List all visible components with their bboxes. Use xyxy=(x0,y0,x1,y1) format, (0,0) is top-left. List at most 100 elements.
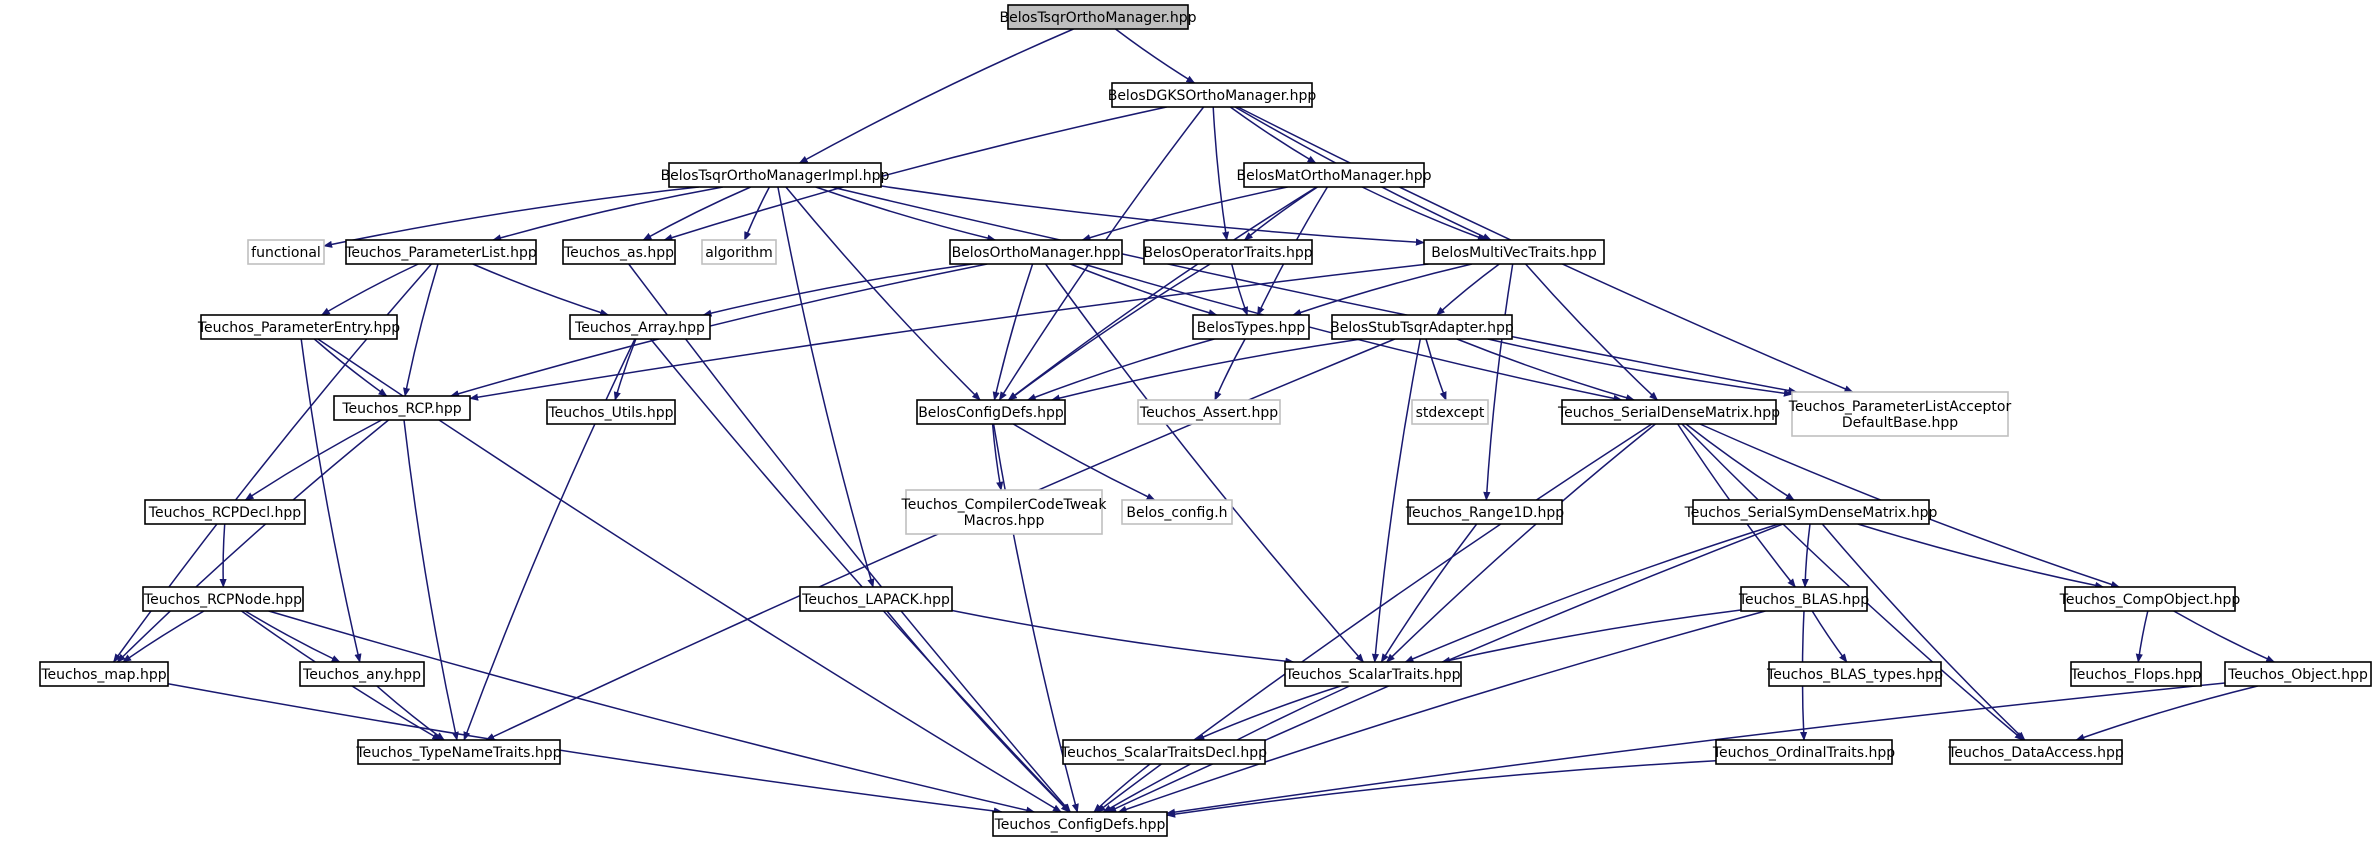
node-lapack[interactable]: Teuchos_LAPACK.hpp xyxy=(799,586,953,612)
dependency-arrow xyxy=(1212,106,1230,241)
edge-array-to-typename xyxy=(463,338,636,741)
node-serialdense[interactable]: Teuchos_SerialDenseMatrix.hpp xyxy=(1557,399,1780,425)
dependency-arrow xyxy=(628,263,1071,813)
node-box xyxy=(1331,314,1513,340)
dependency-arrow xyxy=(1404,523,1779,663)
node-impl[interactable]: BelosTsqrOrthoManagerImpl.hpp xyxy=(661,162,890,188)
node-ordinal[interactable]: Teuchos_OrdinalTraits.hpp xyxy=(1712,739,1895,765)
dependency-arrow xyxy=(492,186,724,242)
node-stubtsqr[interactable]: BelosStubTsqrAdapter.hpp xyxy=(1330,314,1514,340)
dependency-arrow xyxy=(1229,106,1317,164)
node-blas[interactable]: Teuchos_BLAS.hpp xyxy=(1738,586,1869,612)
node-configdefs[interactable]: BelosConfigDefs.hpp xyxy=(916,399,1066,425)
node-box xyxy=(1143,239,1313,265)
edge-optraits-to-configdefs xyxy=(1008,263,1211,401)
edge-ortho-to-types xyxy=(1070,263,1218,317)
node-utils[interactable]: Teuchos_Utils.hpp xyxy=(546,399,676,425)
node-ortho[interactable]: BelosOrthoManager.hpp xyxy=(949,239,1123,265)
node-scalartraits[interactable]: Teuchos_ScalarTraits.hpp xyxy=(1284,661,1462,687)
node-label: Teuchos_SerialSymDenseMatrix.hpp xyxy=(1684,505,1938,521)
node-label: Teuchos_DataAccess.hpp xyxy=(1947,745,2124,761)
node-label: Teuchos_ParameterEntry.hpp xyxy=(197,320,400,336)
node-optraits[interactable]: BelosOperatorTraits.hpp xyxy=(1143,239,1313,265)
edge-ortho-to-scalartraits xyxy=(1044,263,1364,663)
node-box xyxy=(1791,391,2009,437)
node-label: Teuchos_RCP.hpp xyxy=(341,401,461,417)
dependency-arrow xyxy=(1371,338,1422,663)
dependency-arrow xyxy=(777,186,875,588)
dependency-arrow xyxy=(1811,610,1848,663)
dependency-arrow xyxy=(1195,685,1342,741)
node-as[interactable]: Teuchos_as.hpp xyxy=(562,239,676,265)
node-blastypes[interactable]: Teuchos_BLAS_types.hpp xyxy=(1766,661,1943,687)
node-box xyxy=(1192,314,1310,340)
node-plist[interactable]: Teuchos_ParameterList.hpp xyxy=(344,239,537,265)
node-box xyxy=(916,399,1066,425)
edge-stubtsqr-to-serialdense xyxy=(1456,338,1635,402)
edge-blas-to-scalartraits xyxy=(1441,609,1742,664)
edge-matortho-to-ortho xyxy=(1081,186,1288,242)
edge-mvtraits-to-rcp xyxy=(469,263,1429,401)
dependency-arrow xyxy=(469,263,1429,401)
edge-any-to-typename xyxy=(376,685,445,741)
edge-impl-to-plist xyxy=(492,186,724,242)
node-box xyxy=(345,239,537,265)
node-pentry[interactable]: Teuchos_ParameterEntry.hpp xyxy=(197,314,400,340)
node-root[interactable]: BelosTsqrOrthoManager.hpp xyxy=(999,4,1197,30)
node-label: Teuchos_map.hpp xyxy=(40,667,166,683)
edge-impl-to-plistacceptor xyxy=(831,186,1798,395)
dependency-arrow xyxy=(1361,186,1487,241)
node-label: Teuchos_ParameterListAcceptor xyxy=(1788,399,2012,415)
node-label: Teuchos_Array.hpp xyxy=(574,320,705,336)
node-teuchosconfig[interactable]: Teuchos_ConfigDefs.hpp xyxy=(992,811,1168,837)
edge-dgks-to-matortho xyxy=(1229,106,1317,164)
node-box xyxy=(799,586,953,612)
node-flops[interactable]: Teuchos_Flops.hpp xyxy=(2070,661,2202,687)
dependency-arrow xyxy=(1425,338,1447,401)
edge-compobj-to-flops xyxy=(2135,610,2149,663)
node-scalardecl[interactable]: Teuchos_ScalarTraitsDecl.hpp xyxy=(1060,739,1267,765)
edge-plist-to-array xyxy=(472,263,610,316)
edge-serialsym-to-scalartraits xyxy=(1404,523,1779,663)
node-box xyxy=(949,239,1123,265)
node-dgks[interactable]: BelosDGKSOrthoManager.hpp xyxy=(1108,82,1317,108)
node-label: Teuchos_LAPACK.hpp xyxy=(801,592,950,608)
node-compobj[interactable]: Teuchos_CompObject.hpp xyxy=(2059,586,2241,612)
edge-impl-to-mvtraits xyxy=(880,185,1425,246)
dependency-arrow xyxy=(1230,263,1249,316)
node-serialsym[interactable]: Teuchos_SerialSymDenseMatrix.hpp xyxy=(1684,499,1938,525)
node-rcpnode[interactable]: Teuchos_RCPNode.hpp xyxy=(142,586,304,612)
node-label: Teuchos_BLAS.hpp xyxy=(1738,592,1869,608)
node-box xyxy=(546,399,676,425)
dependency-arrow xyxy=(472,263,610,316)
node-mvtraits[interactable]: BelosMultiVecTraits.hpp xyxy=(1423,239,1605,265)
node-rcpdecl[interactable]: Teuchos_RCPDecl.hpp xyxy=(144,499,306,525)
dependency-arrow xyxy=(1292,263,1473,316)
node-label: BelosTsqrOrthoManager.hpp xyxy=(999,10,1196,26)
dependency-arrow xyxy=(1166,760,1717,818)
dependency-arrow xyxy=(1093,763,1151,813)
node-object[interactable]: Teuchos_Object.hpp xyxy=(2224,661,2372,687)
node-box xyxy=(1284,661,1462,687)
node-box xyxy=(333,395,471,421)
node-map[interactable]: Teuchos_map.hpp xyxy=(39,661,169,687)
dependency-arrow xyxy=(1487,338,1793,397)
dependency-arrow xyxy=(1483,263,1514,501)
edge-impl-to-as xyxy=(642,186,751,241)
node-label: BelosMultiVecTraits.hpp xyxy=(1431,245,1597,261)
node-any[interactable]: Teuchos_any.hpp xyxy=(299,661,425,687)
node-label: DefaultBase.hpp xyxy=(1842,415,1958,431)
dependency-arrow xyxy=(268,610,1036,814)
node-typename[interactable]: Teuchos_TypeNameTraits.hpp xyxy=(355,739,562,765)
node-range1d[interactable]: Teuchos_Range1D.hpp xyxy=(1405,499,1564,525)
edge-rcpnode-to-any xyxy=(244,610,341,663)
node-label: algorithm xyxy=(705,245,773,261)
node-rcp[interactable]: Teuchos_RCP.hpp xyxy=(333,395,471,421)
edge-matortho-to-mvtraits xyxy=(1361,186,1487,241)
edge-mvtraits-to-stubtsqr xyxy=(1436,263,1500,316)
node-array[interactable]: Teuchos_Array.hpp xyxy=(569,314,711,340)
node-types[interactable]: BelosTypes.hpp xyxy=(1192,314,1310,340)
node-dataaccess[interactable]: Teuchos_DataAccess.hpp xyxy=(1947,739,2124,765)
node-matortho[interactable]: BelosMatOrthoManager.hpp xyxy=(1237,162,1432,188)
